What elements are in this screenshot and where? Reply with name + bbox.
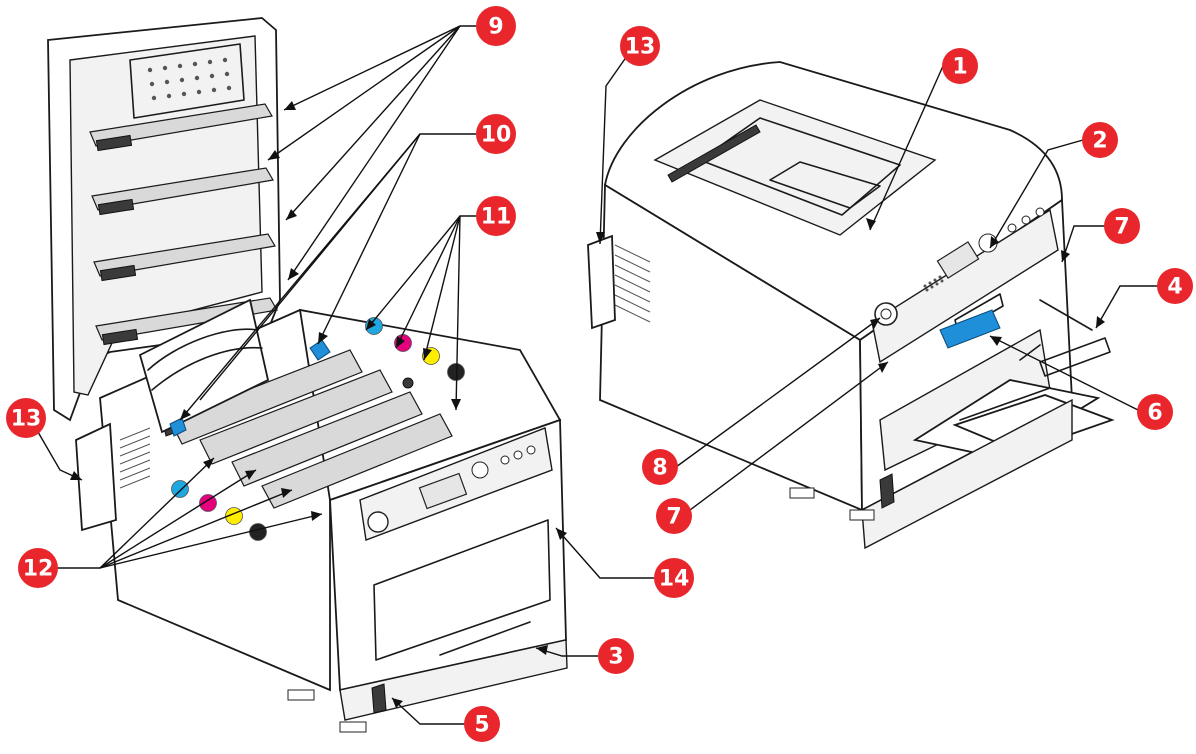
callout-1: 1 — [942, 48, 978, 84]
svg-text:6: 6 — [1147, 401, 1162, 426]
perforated-plate — [129, 43, 245, 119]
callout-12: 12 — [18, 548, 58, 588]
open-printer-illustration — [47, 17, 568, 733]
svg-text:11: 11 — [481, 205, 512, 230]
open-top-cover — [47, 17, 281, 422]
callout-5: 5 — [464, 706, 500, 742]
closed-printer-illustration — [587, 61, 1115, 550]
callout-7-lower: 7 — [656, 498, 692, 534]
svg-text:7: 7 — [1114, 215, 1129, 240]
callout-13-right: 13 — [620, 26, 660, 66]
callout-8: 8 — [642, 449, 678, 485]
callout-13-left: 13 — [6, 398, 46, 438]
leader-lines — [37, 25, 1160, 725]
svg-text:7: 7 — [666, 505, 681, 530]
svg-text:1: 1 — [952, 55, 967, 80]
callout-2: 2 — [1082, 122, 1118, 158]
callout-11: 11 — [476, 196, 516, 236]
open-printer-control-panel — [359, 427, 553, 541]
svg-text:10: 10 — [481, 123, 512, 148]
svg-text:2: 2 — [1092, 129, 1107, 154]
svg-text:12: 12 — [23, 557, 54, 582]
callout-3: 3 — [598, 638, 634, 674]
output-tray — [653, 99, 937, 236]
svg-text:9: 9 — [488, 15, 503, 40]
callout-14: 14 — [654, 558, 694, 598]
image-drums — [138, 298, 453, 509]
right-printer-left-vents — [614, 244, 651, 323]
svg-text:5: 5 — [474, 713, 489, 738]
svg-text:4: 4 — [1167, 275, 1182, 300]
callout-9: 9 — [476, 6, 516, 46]
drum-release-lever — [169, 417, 187, 437]
svg-text:14: 14 — [659, 567, 690, 592]
svg-text:8: 8 — [652, 456, 667, 481]
svg-text:13: 13 — [625, 35, 656, 60]
callout-10: 10 — [476, 114, 516, 154]
callout-6: 6 — [1137, 394, 1173, 430]
front-cover-release-lever — [939, 309, 1001, 349]
callout-7-upper: 7 — [1104, 208, 1140, 244]
callout-4: 4 — [1157, 268, 1193, 304]
svg-text:13: 13 — [11, 407, 42, 432]
drum-dot-black — [249, 523, 267, 541]
callouts: 1 2 3 4 5 6 7 7 8 9 10 11 12 13 13 14 — [6, 6, 1193, 742]
svg-text:3: 3 — [608, 645, 623, 670]
drum-dot-cyan — [171, 480, 189, 498]
drum-dot-magenta — [199, 494, 217, 512]
left-side-vents — [119, 427, 151, 489]
